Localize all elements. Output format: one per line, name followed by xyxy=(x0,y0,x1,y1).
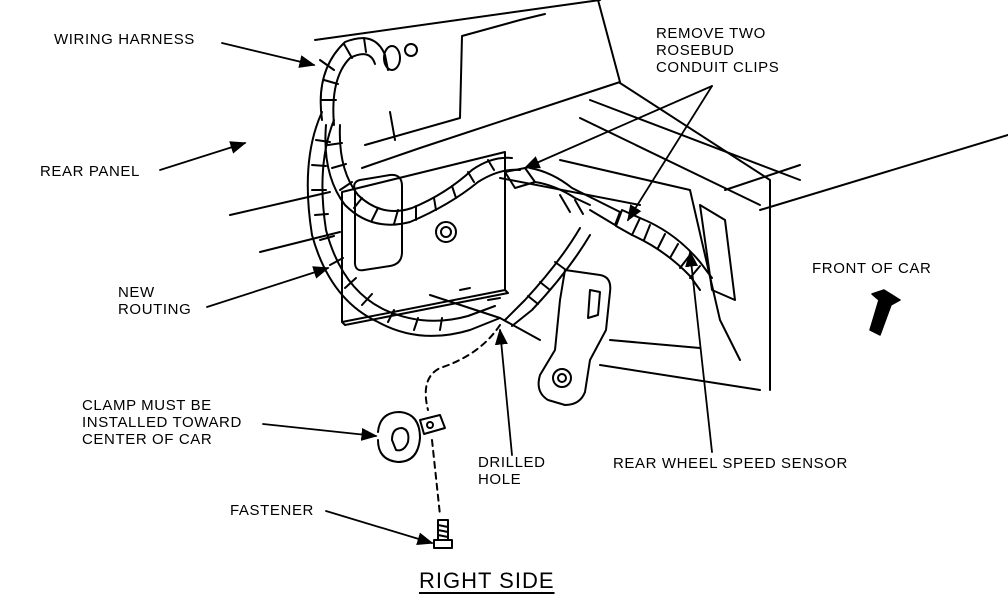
label-drilled-hole: DRILLED HOLE xyxy=(478,454,546,488)
label-clamp: CLAMP MUST BE INSTALLED TOWARD CENTER OF… xyxy=(82,397,242,448)
label-wiring-harness: WIRING HARNESS xyxy=(54,31,195,48)
clamp xyxy=(377,411,446,463)
rear-wheel-speed-sensor xyxy=(504,167,736,327)
diagram-title: RIGHT SIDE xyxy=(419,568,555,593)
label-new-routing: NEW ROUTING xyxy=(118,284,192,318)
install-guide-lines xyxy=(424,324,501,516)
label-rear-wheel-speed-sensor: REAR WHEEL SPEED SENSOR xyxy=(613,455,848,472)
new-routing-loop xyxy=(306,111,501,337)
bracket-plate xyxy=(341,43,509,326)
label-fastener: FASTENER xyxy=(230,502,314,519)
front-of-car-arrow-icon xyxy=(869,289,901,336)
body-panel-lines xyxy=(229,0,1008,391)
wiring-harness-conduit xyxy=(319,37,521,226)
fastener xyxy=(433,519,453,549)
callout-leaders xyxy=(159,42,713,545)
label-front-of-car: FRONT OF CAR xyxy=(812,260,932,277)
sensor-mount-bracket xyxy=(429,269,612,406)
label-remove-clips: REMOVE TWO ROSEBUD CONDUIT CLIPS xyxy=(656,25,780,76)
label-rear-panel: REAR PANEL xyxy=(40,163,140,180)
